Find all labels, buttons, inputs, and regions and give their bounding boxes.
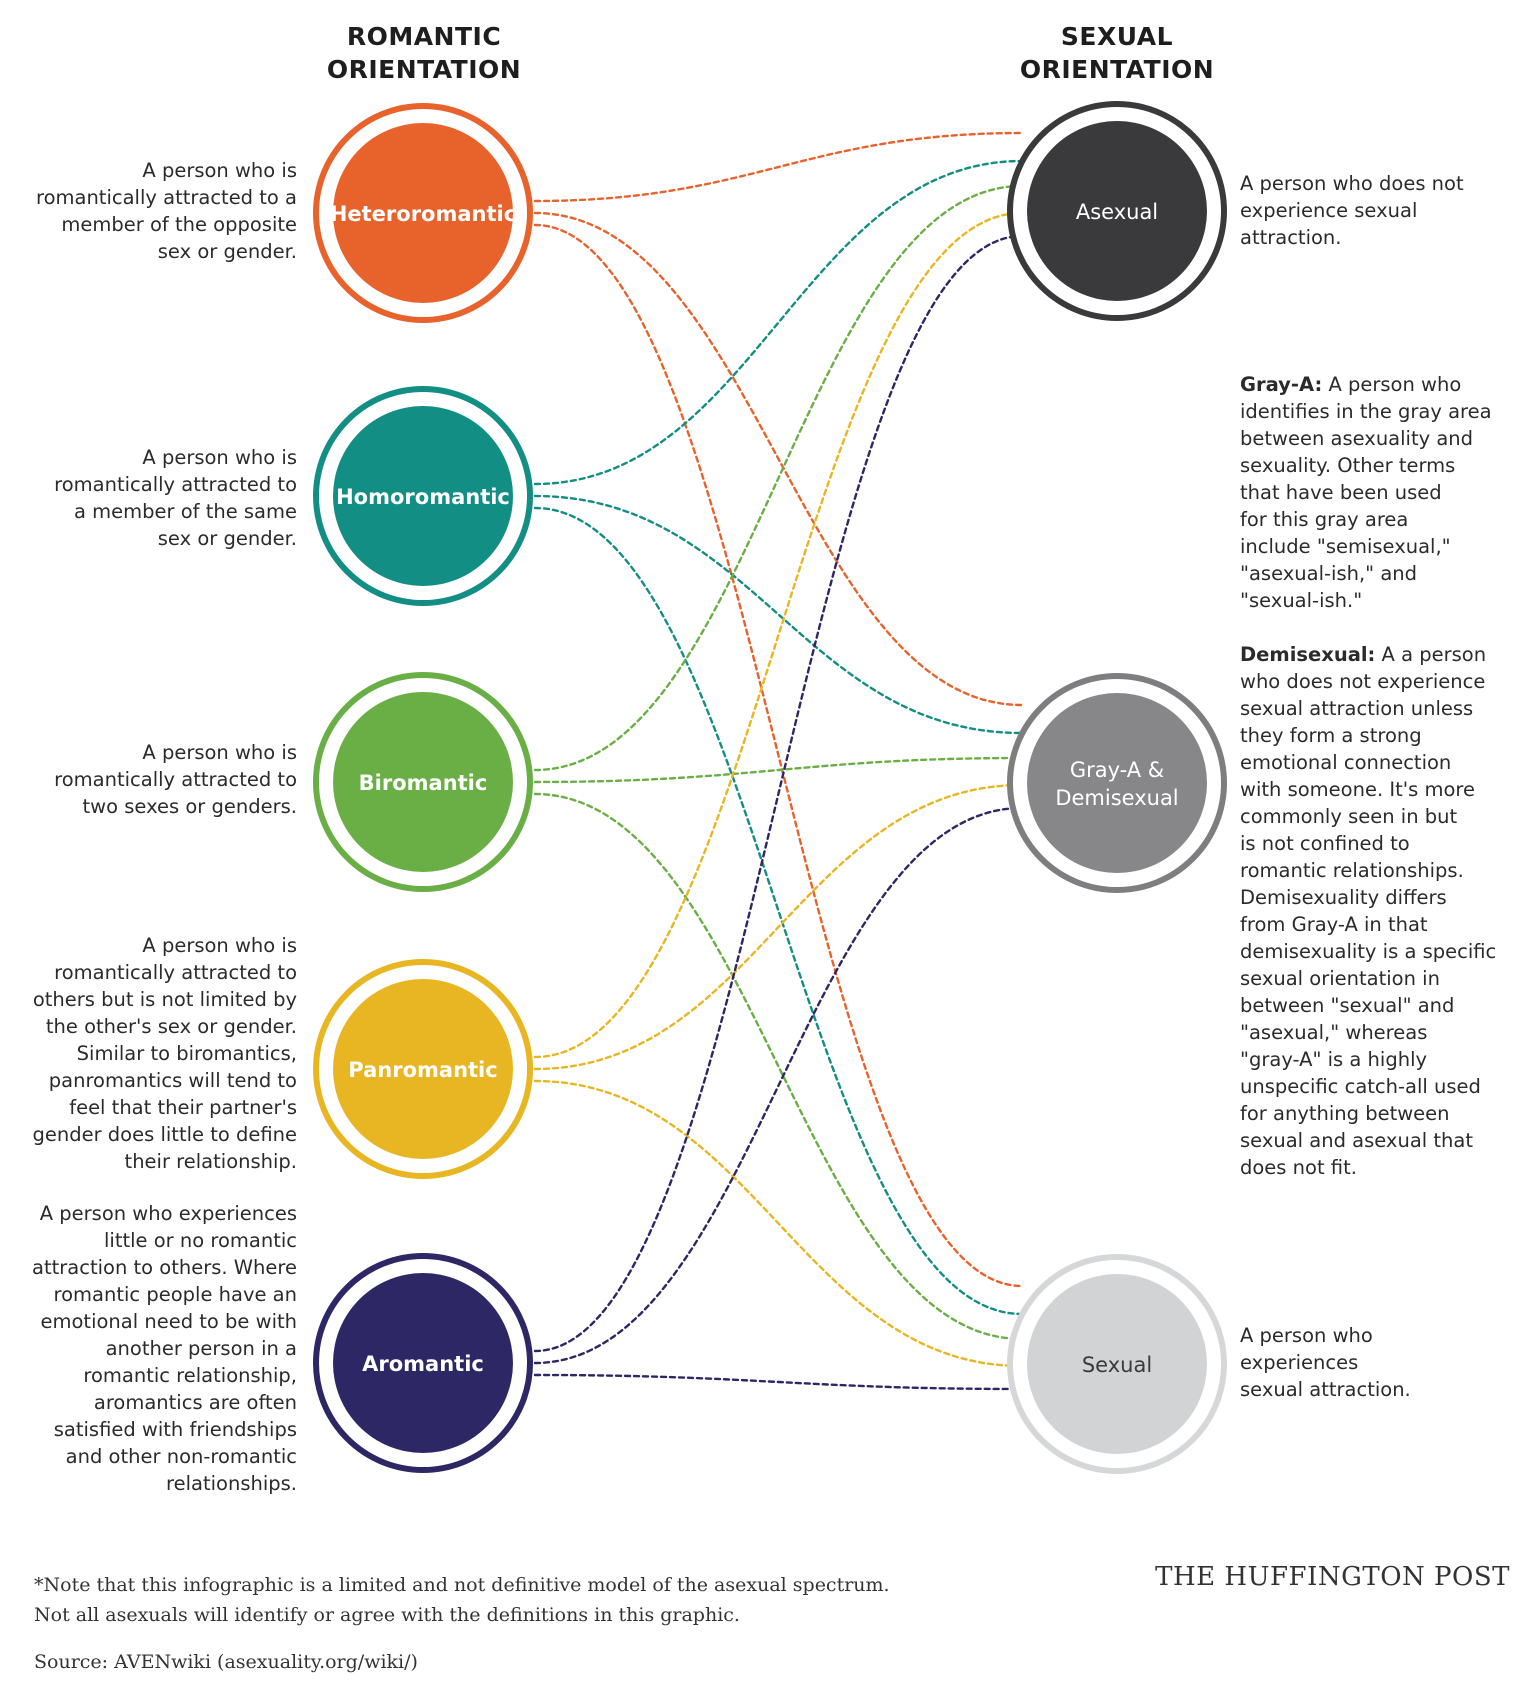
node-sexual-label: Sexual [1082, 1353, 1152, 1377]
asexual-description-line: A person who does not [1240, 172, 1464, 195]
node-graya-label: Demisexual [1055, 786, 1178, 810]
node-sexual-circle [1027, 1274, 1207, 1454]
aro-description-line: A person who experiences [39, 1202, 297, 1225]
brand-logo-text: THE HUFFINGTON POST [1155, 1562, 1510, 1592]
aro-description-line: another person in a [105, 1337, 297, 1360]
connection-aro-graya [533, 806, 1024, 1365]
pan-description-line: feel that their partner's [69, 1096, 297, 1119]
connection-hetero-sexual [533, 223, 1024, 1288]
bi-description-line: romantically attracted to [54, 768, 297, 791]
aro-description-line: romantic people have an [53, 1283, 297, 1306]
connection-aro-asexual [533, 234, 1024, 1353]
aro-description-line: little or no romantic [104, 1229, 297, 1252]
node-hetero-label: Heteroromantic [330, 202, 516, 226]
aro-description-line: romantic relationship, [83, 1364, 297, 1387]
node-pan-circle [333, 979, 513, 1159]
node-bi: Biromantic [313, 672, 533, 892]
node-graya-label: Gray-A & [1070, 758, 1164, 782]
hetero-description: A person who is romantically attracted to… [12, 157, 297, 265]
connection-lines [533, 131, 1024, 1391]
aro-description-line: emotional need to be with [40, 1310, 298, 1333]
connection-aro-sexual [533, 1373, 1024, 1391]
pan-description-line: others but is not limited by [32, 988, 297, 1011]
connection-pan-graya [533, 783, 1024, 1071]
sexual-description-line: A person who [1240, 1324, 1373, 1347]
bi-description: A person who is romantically attracted to… [12, 739, 297, 820]
node-graya: Gray-A & Demisexual [1007, 673, 1227, 893]
node-aro-circle [333, 1273, 513, 1453]
node-homo-label: Homoromantic [336, 485, 510, 509]
connection-homo-graya [533, 494, 1024, 735]
aro-description-line: attraction to others. Where [32, 1256, 297, 1279]
node-asexual: Asexual [1007, 101, 1227, 321]
pan-description-line: their relationship. [124, 1150, 297, 1173]
pan-description-line: gender does little to define [32, 1123, 297, 1146]
pan-description-line: the other's sex or gender. [45, 1015, 297, 1038]
node-hetero: Heteroromantic [313, 103, 533, 323]
sexual-description-line: sexual attraction. [1240, 1378, 1411, 1401]
pan-description-line: panromantics will tend to [48, 1069, 297, 1092]
asexual-description-line: experience sexual [1240, 199, 1418, 222]
homo-description-line: romantically attracted to [54, 473, 297, 496]
node-aro: Aromantic [313, 1253, 533, 1473]
aro-description-line: satisfied with friendships [53, 1418, 297, 1441]
hetero-description-line: romantically attracted to a [35, 186, 297, 209]
connection-hetero-graya [533, 211, 1024, 707]
node-asexual-circle [1027, 121, 1207, 301]
connection-bi-graya [533, 756, 1024, 784]
homo-description: A person who is romantically attracted to… [12, 444, 297, 552]
homo-description-line: A person who is [142, 446, 297, 469]
aro-description: A person who experiences little or no rom… [12, 1200, 297, 1497]
aro-description-line: and other non-romantic [65, 1445, 297, 1468]
hetero-description-line: member of the opposite [61, 213, 297, 236]
node-bi-circle [333, 692, 513, 872]
pan-description: A person who is romantically attracted to… [12, 932, 297, 1175]
footer-note: *Note that this infographic is a limited… [34, 1574, 890, 1626]
node-bi-label: Biromantic [359, 771, 488, 795]
hetero-description-line: sex or gender. [157, 240, 297, 263]
bi-description-line: two sexes or genders. [82, 795, 297, 818]
node-graya-circle [1027, 693, 1207, 873]
demisexual-title: Demisexual: [1240, 643, 1376, 666]
connection-pan-asexual [533, 211, 1024, 1059]
romantic-orientation-header: ROMANTIC ORIENTATION [326, 22, 522, 84]
aro-description-line: aromantics are often [93, 1391, 297, 1414]
connection-bi-asexual [533, 184, 1024, 772]
asexual-description-line: attraction. [1240, 226, 1342, 249]
pan-description-line: romantically attracted to [54, 961, 297, 984]
homo-description-line: sex or gender. [157, 527, 297, 550]
node-hetero-circle [333, 123, 513, 303]
node-asexual-label: Asexual [1076, 200, 1158, 224]
gray-a-description: Gray-A: A person who identifies in the g… [1240, 373, 1492, 612]
connection-homo-sexual [533, 506, 1024, 1316]
gray-a-title: Gray-A: [1240, 373, 1323, 396]
connection-bi-sexual [533, 792, 1024, 1341]
demisexual-description: Demisexual: A a person who does not expe… [1240, 643, 1497, 1179]
node-pan: Panromantic [313, 959, 533, 1179]
aro-description-line: relationships. [166, 1472, 297, 1495]
pan-description-line: Similar to biromantics, [76, 1042, 297, 1065]
connection-hetero-asexual [533, 131, 1024, 203]
pan-description-line: A person who is [142, 934, 297, 957]
bi-description-line: A person who is [142, 741, 297, 764]
node-homo: Homoromantic [313, 386, 533, 606]
connection-pan-sexual [533, 1079, 1024, 1368]
node-aro-label: Aromantic [362, 1352, 484, 1376]
sexual-description-line: experiences [1240, 1351, 1359, 1374]
connection-homo-asexual [533, 159, 1024, 486]
node-pan-label: Panromantic [348, 1058, 497, 1082]
asexual-description: A person who does not experience sexual at… [1240, 170, 1530, 251]
orientation-nodes: HeteroromanticHomoromanticBiromanticPanr… [313, 101, 1227, 1474]
node-sexual: Sexual [1007, 1254, 1227, 1474]
homo-description-line: a member of the same [73, 500, 297, 523]
hetero-description-line: A person who is [142, 159, 297, 182]
footer-source: Source: AVENwiki (asexuality.org/wiki/) [34, 1651, 418, 1673]
node-homo-circle [333, 406, 513, 586]
sexual-description: A person who experiences sexual attraction… [1240, 1322, 1530, 1403]
sexual-orientation-header: SEXUAL ORIENTATION [1019, 22, 1215, 84]
